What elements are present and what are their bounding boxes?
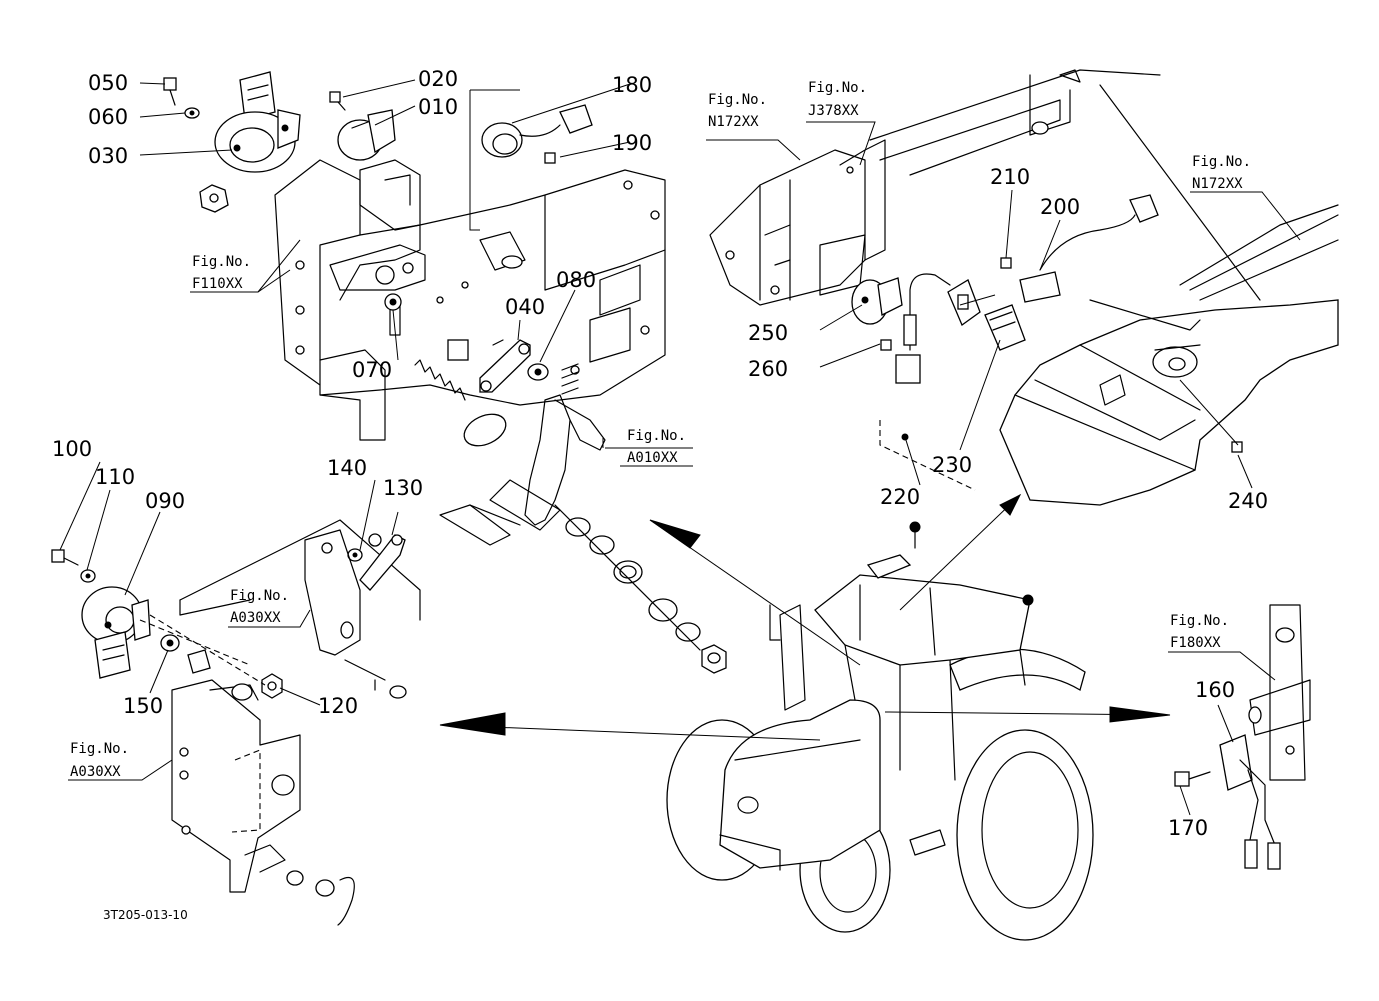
fig-ref-n172-right: N172XX <box>1192 176 1243 192</box>
fig-ref-a030-bottom: A030XX <box>70 764 121 780</box>
callout-180: 180 <box>612 73 652 97</box>
callout-200: 200 <box>1040 195 1080 219</box>
callout-020: 020 <box>418 67 458 91</box>
fig-ref-label: Fig.No. <box>70 741 129 757</box>
callout-140: 140 <box>327 456 367 480</box>
figure-references: Fig.No. F110XX Fig.No. A010XX Fig.No. A0… <box>70 80 1251 780</box>
shaft-bushings <box>554 504 727 674</box>
callout-070: 070 <box>352 358 392 382</box>
callout-050: 050 <box>88 71 128 95</box>
callout-260: 260 <box>748 357 788 381</box>
link-lever-040 <box>447 339 531 393</box>
pedal-bracket-assembly <box>274 159 666 441</box>
callout-040: 040 <box>505 295 545 319</box>
callout-030: 030 <box>88 144 128 168</box>
rotary-sensor-030 <box>214 71 301 173</box>
fig-ref-a030-top: A030XX <box>230 610 281 626</box>
fig-ref-label: Fig.No. <box>192 254 251 270</box>
bolt-210 <box>1000 257 1012 269</box>
spring-070 <box>384 293 466 401</box>
accelerator-bracket-assembly <box>179 504 521 699</box>
bracket-holes <box>295 180 660 375</box>
bolt-260 <box>880 339 892 351</box>
callout-250: 250 <box>748 321 788 345</box>
fig-ref-label: Fig.No. <box>230 588 289 604</box>
washer-060 <box>184 107 200 119</box>
fig-ref-label: Fig.No. <box>708 92 767 108</box>
callout-100: 100 <box>52 437 92 461</box>
washer-080 <box>527 363 549 381</box>
harness-connector-180 <box>481 104 593 158</box>
spring-080 <box>561 363 579 395</box>
callout-080: 080 <box>556 268 596 292</box>
callout-110: 110 <box>95 465 135 489</box>
washer-110 <box>80 569 96 583</box>
fig-ref-f180: F180XX <box>1170 635 1221 651</box>
callout-210: 210 <box>990 165 1030 189</box>
callout-120: 120 <box>318 694 358 718</box>
callout-labels: 050 060 030 020 010 180 190 080 040 070 … <box>52 67 1268 840</box>
callout-130: 130 <box>383 476 423 500</box>
callout-060: 060 <box>88 105 128 129</box>
fig-ref-f110: F110XX <box>192 276 243 292</box>
bolt-020 <box>329 91 346 111</box>
lower-bracket <box>171 679 355 926</box>
callout-090: 090 <box>145 489 185 513</box>
bolt-170 <box>1174 771 1211 787</box>
callout-leaders <box>59 79 1301 816</box>
switch-230 <box>947 279 1026 351</box>
callout-170: 170 <box>1168 816 1208 840</box>
callout-150: 150 <box>123 694 163 718</box>
document-id: 3T205-013-10 <box>103 908 188 922</box>
console-assembly <box>709 69 1339 506</box>
sensor-010 <box>337 109 396 161</box>
bolt-190 <box>544 152 556 164</box>
switch-160 <box>1219 734 1281 870</box>
nut-120 <box>261 673 283 699</box>
fig-ref-label: Fig.No. <box>808 80 867 96</box>
harness-200 <box>1019 194 1159 303</box>
fig-ref-a010: A010XX <box>627 450 678 466</box>
bolt-050 <box>163 77 177 106</box>
rotary-sensor-090 <box>81 586 151 679</box>
pointer-arrows <box>439 493 1171 741</box>
fig-ref-n172-left: N172XX <box>708 114 759 130</box>
collar-150 <box>160 634 211 674</box>
callout-160: 160 <box>1195 678 1235 702</box>
callout-190: 190 <box>612 131 652 155</box>
sensor-250 <box>851 277 903 325</box>
bolt-100 <box>51 549 79 566</box>
callout-220: 220 <box>880 485 920 509</box>
tractor-illustration <box>666 521 1094 941</box>
bolt-240 <box>1231 441 1243 453</box>
callout-010: 010 <box>418 95 458 119</box>
fig-ref-label: Fig.No. <box>1170 613 1229 629</box>
fig-ref-label: Fig.No. <box>627 428 686 444</box>
callout-240: 240 <box>1228 489 1268 513</box>
nut-left <box>199 184 229 213</box>
callout-230: 230 <box>932 453 972 477</box>
switch-bracket-f180 <box>1248 604 1311 781</box>
fig-ref-j378: J378XX <box>808 103 859 119</box>
fig-ref-label: Fig.No. <box>1192 154 1251 170</box>
